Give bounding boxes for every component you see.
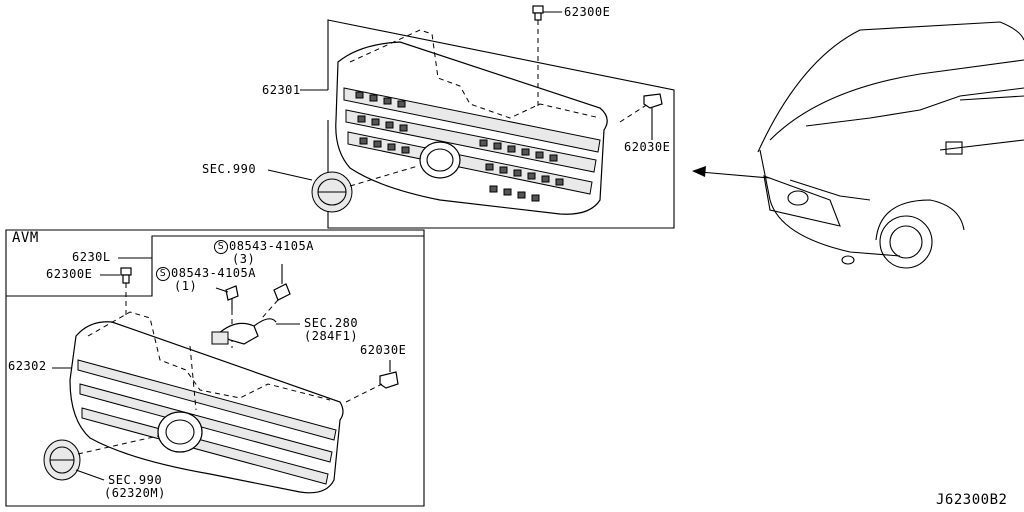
label-lower-emblem-sub: (62320M): [104, 486, 166, 500]
screw-symbol-a: S: [214, 240, 228, 254]
clip-62030E-upper-drawing: [643, 93, 663, 140]
clip-62300E-avm-drawing: [120, 267, 132, 316]
label-screw-a-qty: (3): [232, 252, 256, 266]
avm-box: [5, 229, 425, 507]
screw-symbol-b: S: [156, 267, 170, 281]
label-lower-emblem-sec: SEC.990: [108, 473, 163, 487]
clip-62030E-avm-drawing: [345, 360, 399, 403]
lower-emblem-drawing: [43, 435, 159, 481]
label-upper-grille: 62301: [262, 83, 301, 97]
upper-grille-drawing: [335, 20, 649, 215]
screw-b-part: 08543-4105A: [171, 266, 256, 280]
label-top-clip: 62300E: [564, 5, 611, 19]
label-avm-title: AVM: [12, 230, 39, 246]
label-screw-b-qty: (1): [174, 279, 198, 293]
label-avm-grille-part: 6230L: [72, 250, 111, 264]
camera-drawing: [211, 318, 300, 345]
vehicle-drawing: [757, 21, 1024, 269]
label-upper-emblem: SEC.990: [202, 162, 257, 176]
avm-inner-bracket: [6, 235, 424, 297]
arrow-to-vehicle: [692, 166, 771, 179]
screw-a-part: 08543-4105A: [229, 239, 314, 253]
label-camera-sub: (284F1): [304, 329, 359, 343]
label-diagram-code: J62300B2: [936, 492, 1008, 508]
label-upper-clip: 62030E: [624, 140, 671, 154]
label-lower-grille: 62302: [8, 359, 47, 373]
clip-62300E-top-drawing: [532, 5, 562, 21]
upper-emblem-drawing: [267, 165, 419, 213]
label-camera-sec: SEC.280: [304, 316, 359, 330]
lower-grille-drawing: [69, 311, 344, 494]
label-avm-clip-top: 62300E: [46, 267, 93, 281]
label-avm-clip-right: 62030E: [360, 343, 407, 357]
